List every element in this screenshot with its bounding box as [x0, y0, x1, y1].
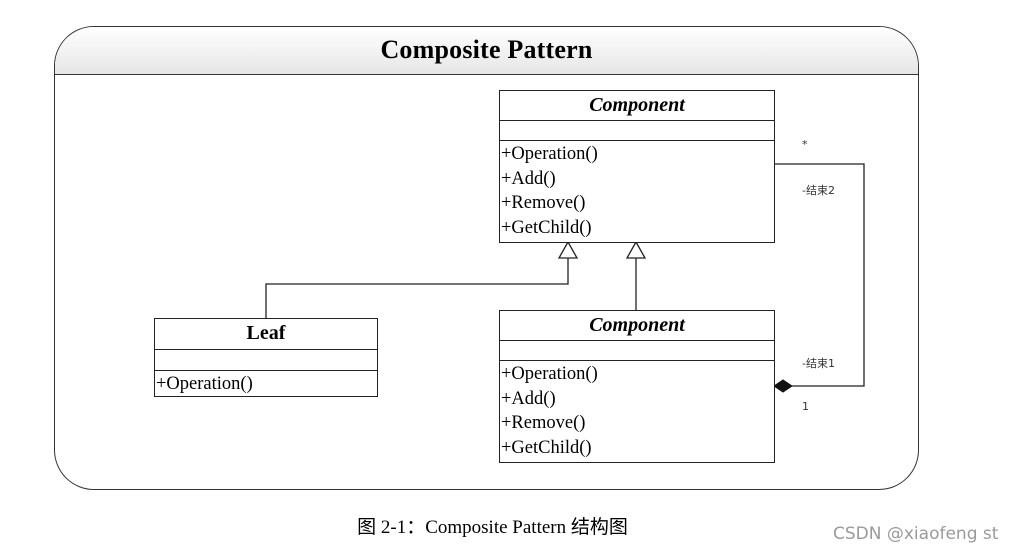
attribute-compartment — [500, 121, 774, 141]
aggregation-diamond — [773, 379, 793, 393]
operation: +Remove() — [501, 193, 586, 213]
class-name: Component — [500, 91, 774, 121]
operation-compartment: +Operation() +Add() +Remove() +GetChild(… — [500, 361, 774, 460]
attribute-compartment — [155, 350, 377, 371]
figure-caption: 图 2-1：Composite Pattern 结构图 — [357, 517, 628, 538]
attribute-compartment — [500, 341, 774, 361]
class-name: Leaf — [155, 319, 377, 350]
end2-role: -结束2 — [802, 184, 835, 197]
operation-compartment: +Operation() +Add() +Remove() +GetChild(… — [500, 141, 774, 240]
operation: +Operation() — [501, 144, 598, 164]
leaf-class[interactable]: Leaf +Operation() — [154, 318, 378, 397]
operation-compartment: +Operation() — [155, 371, 377, 397]
operation: +Operation() — [156, 374, 253, 394]
composite-generalization-arrowhead — [625, 240, 647, 259]
class-name: Component — [500, 311, 774, 341]
end1-role: -结束1 — [802, 357, 835, 370]
aggregation-line — [774, 163, 865, 387]
frame-title: Composite Pattern — [380, 35, 593, 64]
end2-multiplicity: * — [802, 138, 808, 151]
component-class-bottom[interactable]: Component +Operation() +Add() +Remove() … — [499, 310, 775, 463]
frame-header: Composite Pattern — [55, 27, 918, 75]
operation: +Add() — [501, 168, 556, 189]
operation: +GetChild() — [501, 217, 592, 238]
component-class-top[interactable]: Component +Operation() +Add() +Remove() … — [499, 90, 775, 243]
leaf-generalization-arrowhead — [557, 240, 579, 259]
operation: +Remove() — [501, 413, 586, 433]
operation: +Operation() — [501, 364, 598, 384]
operation: +GetChild() — [501, 437, 592, 458]
operation: +Add() — [501, 388, 556, 409]
end1-multiplicity: 1 — [802, 400, 809, 413]
leaf-generalization-line — [265, 258, 569, 319]
watermark: CSDN @xiaofeng st — [833, 524, 999, 544]
